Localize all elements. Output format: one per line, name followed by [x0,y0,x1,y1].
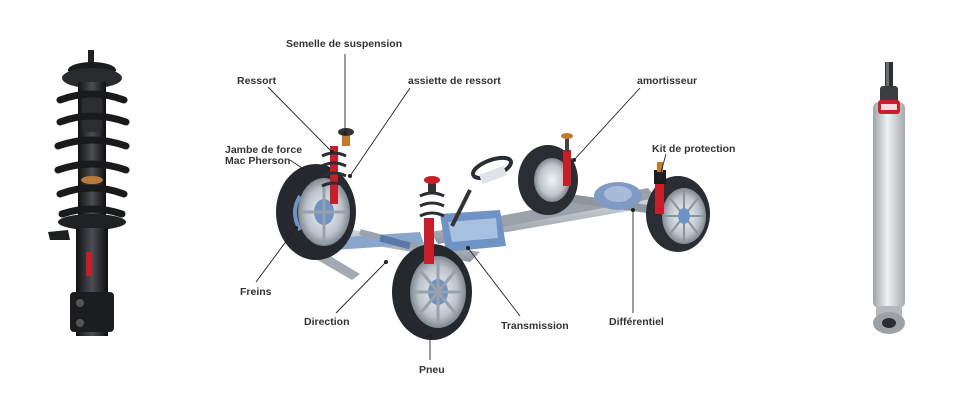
label-direction: Direction [304,316,350,328]
label-jambe-de-force: Jambe de force [225,144,302,156]
label-transmission: Transmission [501,320,569,332]
macpherson-strut-illustration [48,50,130,336]
leader-assiette [349,87,411,177]
leader-transmission [467,247,521,317]
leader-kit [659,153,667,177]
car-suspension-illustration [276,128,710,340]
shock-absorber-illustration [873,62,905,334]
labels: Semelle de suspension Ressort assiette d… [225,38,735,376]
label-pneu: Pneu [419,364,445,376]
label-differentiel: Différentiel [609,316,664,328]
leader-jambe [289,159,306,171]
label-freins: Freins [240,286,272,298]
label-amortisseur: amortisseur [637,75,697,87]
label-ressort: Ressort [237,75,277,87]
label-kit-de-protection: Kit de protection [652,143,735,155]
leader-freins [255,227,297,283]
label-assiette-de-ressort: assiette de ressort [408,75,501,87]
label-mac-pherson: Mac Pherson [225,155,290,167]
leader-amortisseur [573,87,641,161]
leader-lines [255,54,667,360]
leader-direction [335,261,387,314]
label-semelle-de-suspension: Semelle de suspension [286,38,402,50]
leader-ressort [267,86,333,153]
